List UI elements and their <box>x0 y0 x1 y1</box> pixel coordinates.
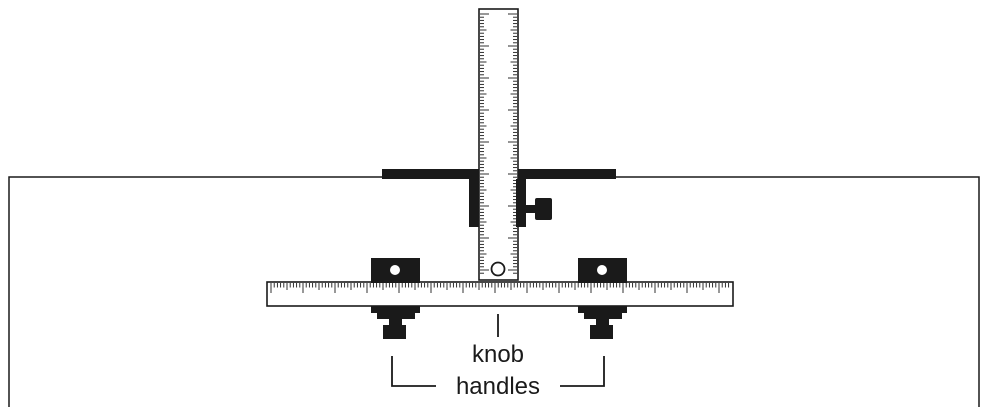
bracket-right <box>560 356 605 387</box>
clamp-bracket-left <box>469 179 479 227</box>
horizontal-ruler <box>266 281 734 307</box>
label-handles: handles <box>456 373 540 400</box>
left-knob-handle <box>371 306 420 339</box>
clamp-screw-knob <box>535 198 552 220</box>
clamp-screw-stem <box>526 205 537 213</box>
label-knob: knob <box>472 341 524 368</box>
clamp-bracket-right <box>516 179 526 227</box>
horizontal-ruler-ticks <box>270 283 730 293</box>
bracket-left <box>391 356 436 387</box>
right-knob-handle <box>578 306 627 339</box>
vertical-ruler-ticks <box>480 13 517 274</box>
vertical-ruler <box>478 8 519 281</box>
pivot-hole <box>490 261 506 277</box>
right-knob-hole <box>597 265 607 275</box>
left-knob-hole <box>390 265 400 275</box>
